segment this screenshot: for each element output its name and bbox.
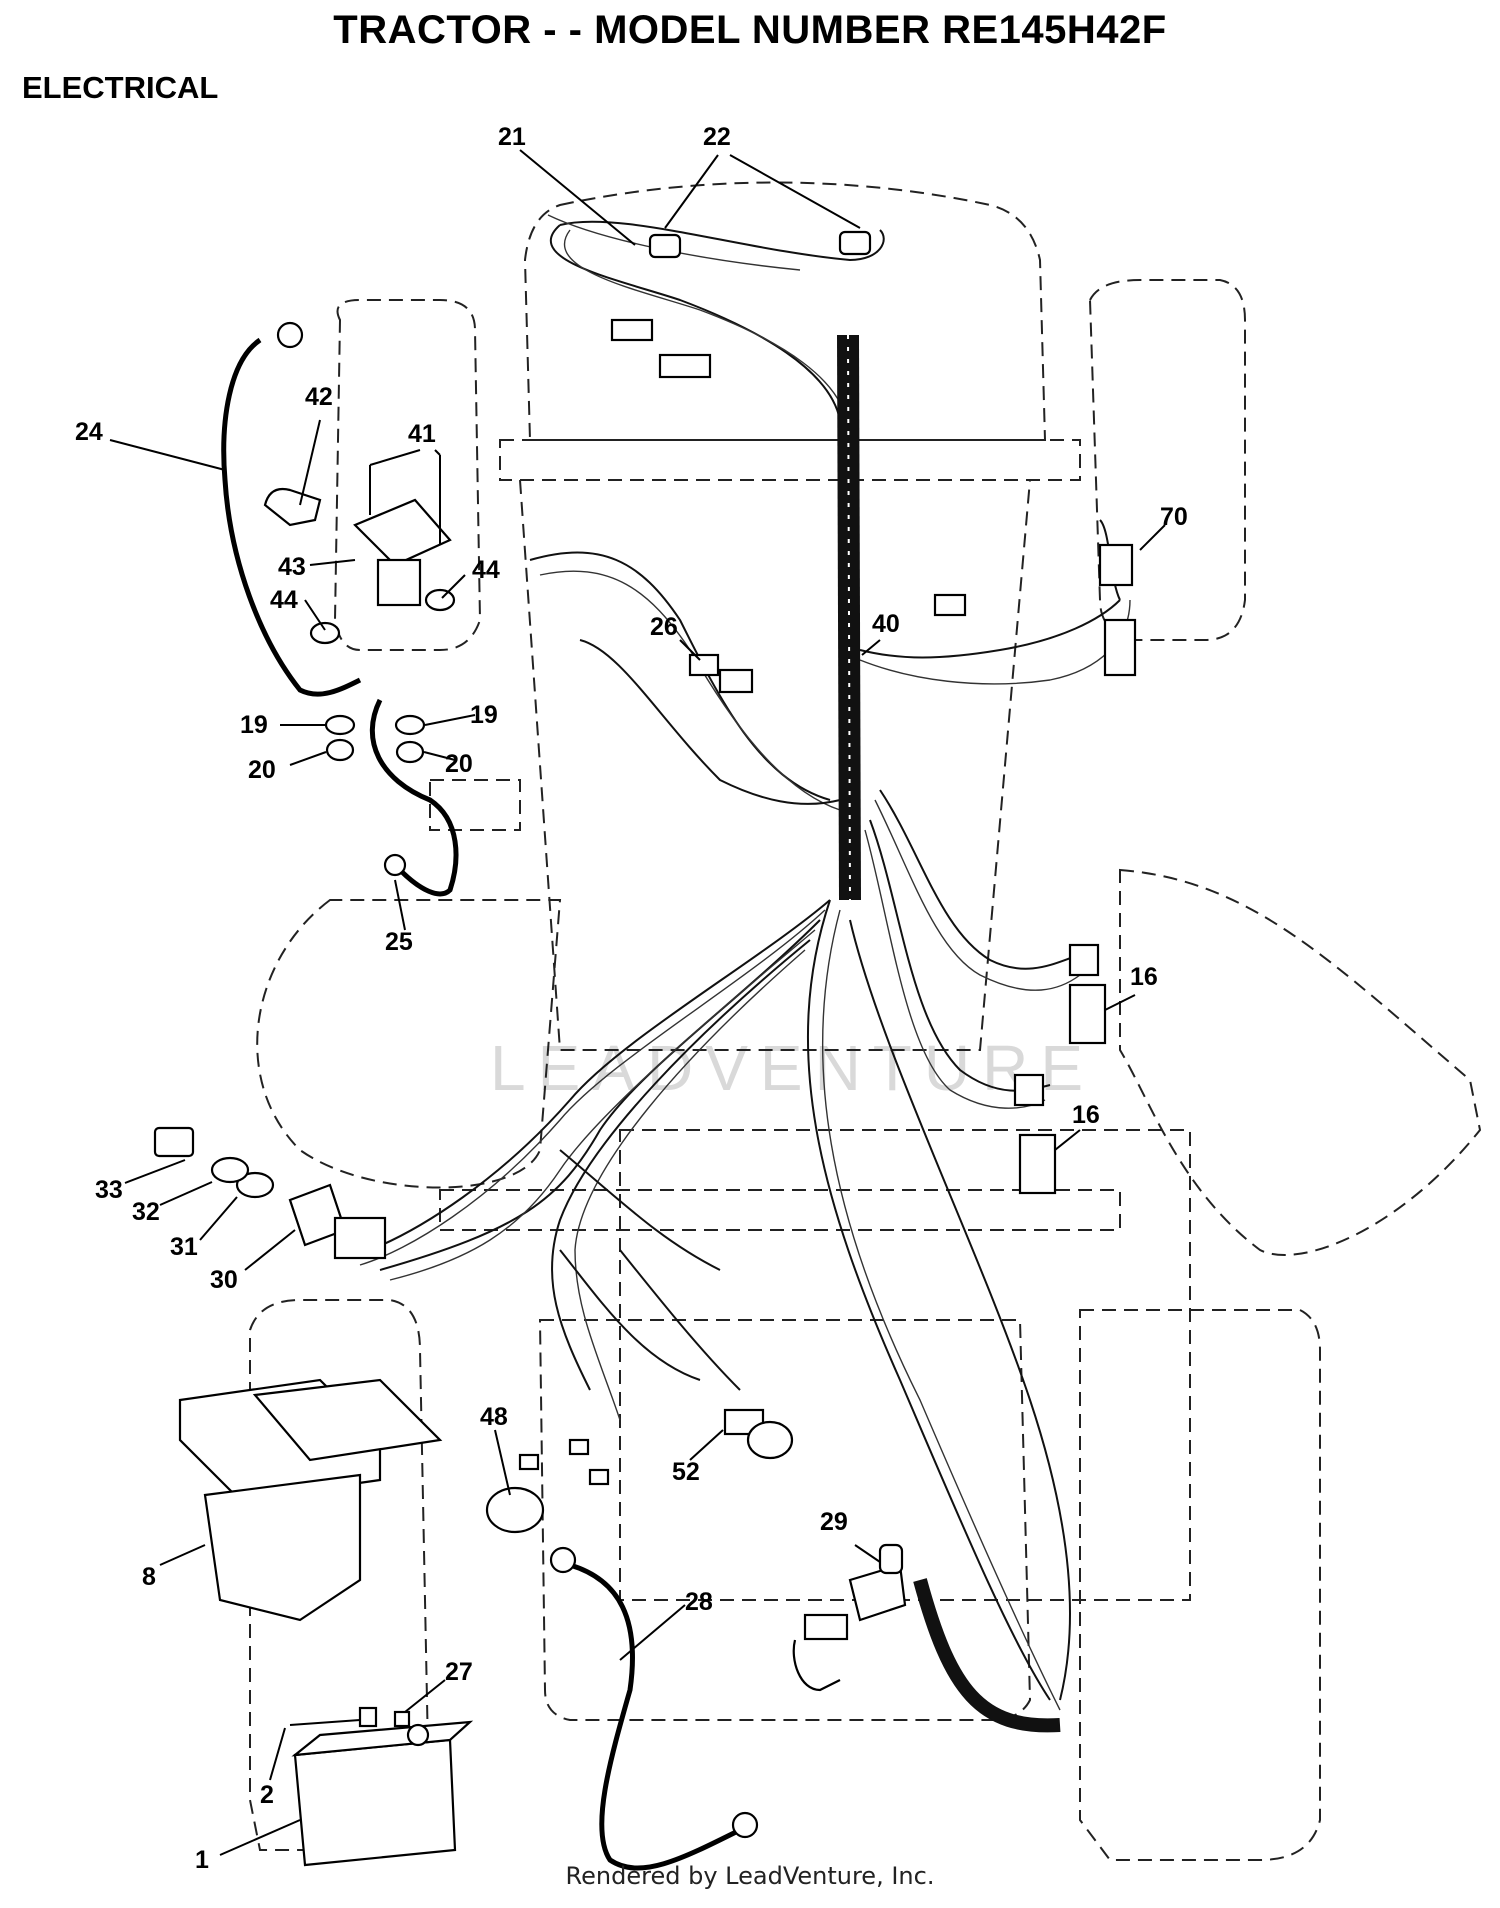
callout-1: 1 [195, 1846, 209, 1874]
callout-26: 26 [650, 613, 678, 641]
diode-26 [688, 653, 754, 694]
callout-31: 31 [170, 1233, 198, 1261]
callout-16a: 16 [1130, 963, 1158, 991]
page-title: TRACTOR - - MODEL NUMBER RE145H42F [333, 8, 1167, 52]
callout-16b: 16 [1072, 1101, 1100, 1129]
callout-40: 40 [872, 610, 900, 638]
callout-33: 33 [95, 1176, 123, 1204]
battery-1 [291, 1720, 474, 1867]
wire-conduit [837, 334, 1061, 1733]
ignition-switch-30 [153, 1126, 387, 1260]
connector-70 [933, 543, 1137, 677]
footer-credit: Rendered by LeadVenture, Inc. [565, 1862, 935, 1890]
callout-70: 70 [1160, 503, 1188, 531]
callout-27: 27 [445, 1658, 473, 1686]
terminal-boot-42 [263, 487, 322, 527]
callout-44b: 44 [472, 556, 500, 584]
cable-25 [369, 698, 459, 897]
callout-30: 30 [210, 1266, 238, 1294]
callout-29: 29 [820, 1508, 848, 1536]
callout-28: 28 [685, 1588, 713, 1616]
sensor-52 [723, 1408, 794, 1460]
ground-cable-24 [221, 337, 362, 697]
switches-16 [1013, 943, 1107, 1195]
callout-25: 25 [385, 928, 413, 956]
solenoid-43 [353, 455, 452, 607]
leader-lines [109, 149, 1166, 1856]
callout-43: 43 [278, 553, 306, 581]
watermark: LEADVENTURE [490, 1032, 1095, 1104]
callout-48: 48 [480, 1403, 508, 1431]
callout-52: 52 [672, 1458, 700, 1486]
switch-29 [792, 1543, 907, 1692]
ring-terminal-24 [276, 321, 304, 349]
callout-8: 8 [142, 1563, 156, 1591]
callout-41: 41 [408, 420, 436, 448]
light-bulb-48 [485, 1438, 610, 1534]
tractor-outline [249, 181, 1482, 1861]
callout-21: 21 [498, 123, 526, 151]
ring-terminal-28 [549, 1546, 577, 1574]
section-heading: ELECTRICAL [22, 70, 219, 105]
callout-20a: 20 [248, 756, 276, 784]
callout-19a: 19 [240, 711, 268, 739]
callout-labels: 21 22 24 42 41 43 44 44 19 19 20 20 25 2… [75, 123, 1188, 1874]
bolts-2-27 [289, 1706, 411, 1728]
battery-box-8 [178, 1378, 443, 1622]
callout-22: 22 [703, 123, 731, 151]
callout-44a: 44 [270, 586, 298, 614]
callout-19b: 19 [470, 701, 498, 729]
callout-2: 2 [260, 1781, 274, 1809]
washers-nuts [309, 588, 456, 764]
callout-24: 24 [75, 418, 103, 446]
callout-20b: 20 [445, 750, 473, 778]
cable-28 [569, 1562, 742, 1871]
ring-terminal-28b [731, 1811, 759, 1839]
ring-terminal-25 [383, 853, 407, 877]
callout-32: 32 [132, 1198, 160, 1226]
connector-plugs [610, 318, 712, 379]
callout-42: 42 [305, 383, 333, 411]
headlight-bulbs-22 [648, 230, 872, 259]
